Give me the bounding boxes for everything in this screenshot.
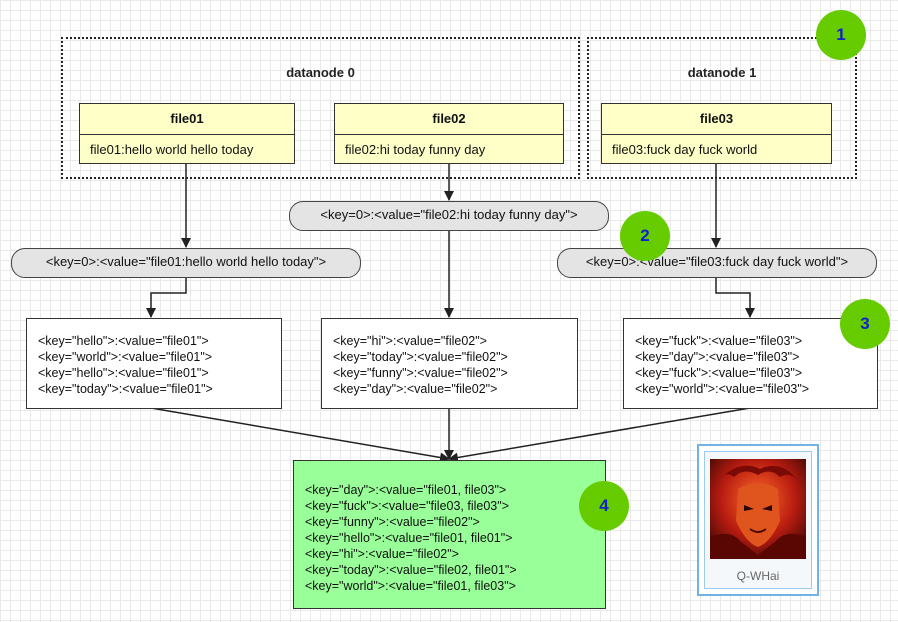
map3-line: <key="day">:<value="file03"> (635, 350, 800, 364)
file02-content: file02:hi today funny day (345, 142, 486, 157)
avatar-caption: Q-WHai (736, 569, 780, 583)
avatar-portrait (710, 459, 806, 559)
author-avatar-card: Q-WHai (697, 444, 819, 596)
file02-title: file02 (335, 104, 563, 135)
result-line: <key="today">:<value="file02, file01"> (305, 563, 517, 577)
result-line: <key="funny">:<value="file02"> (305, 515, 480, 529)
step-badge-4: 4 (579, 481, 629, 531)
map3-line: <key="world">:<value="file03"> (635, 382, 810, 396)
map2-line: <key="day">:<value="file02"> (333, 382, 498, 396)
edge-pair1-to-map1 (146, 278, 187, 318)
file03-node: file03 file03:fuck day fuck world (601, 103, 832, 164)
edge-map1-to-result (150, 407, 450, 463)
map2-line: <key="hi">:<value="file02"> (333, 334, 487, 348)
result-line: <key="fuck">:<value="file03, file03"> (305, 499, 509, 513)
map-output-file02: <key="hi">:<value="file02"> <key="today"… (321, 318, 578, 409)
map1-line: <key="world">:<value="file01"> (38, 350, 213, 364)
result-line: <key="world">:<value="file01, file03"> (305, 579, 516, 593)
file01-node: file01 file01:hello world hello today (79, 103, 295, 164)
map1-line: <key="hello">:<value="file01"> (38, 366, 209, 380)
file03-title: file03 (602, 104, 831, 135)
datanode-0-label: datanode 0 (286, 65, 355, 80)
map-output-file03: <key="fuck">:<value="file03"> <key="day"… (623, 318, 878, 409)
file01-content: file01:hello world hello today (90, 142, 254, 157)
file02-node: file02 file02:hi today funny day (334, 103, 564, 164)
reduce-result: <key="day">:<value="file01, file03"> <ke… (293, 460, 606, 609)
map-output-file01: <key="hello">:<value="file01"> <key="wor… (26, 318, 282, 409)
datanode-1-container: datanode 1 (587, 37, 857, 179)
map3-line: <key="fuck">:<value="file03"> (635, 334, 803, 348)
map2-line: <key="funny">:<value="file02"> (333, 366, 508, 380)
map2-line: <key="today">:<value="file02"> (333, 350, 508, 364)
edge-pair3-to-map3 (715, 278, 755, 318)
map1-line: <key="hello">:<value="file01"> (38, 334, 209, 348)
pair-file01: <key=0>:<value="file01:hello world hello… (11, 248, 361, 278)
pair-file02: <key=0>:<value="file02:hi today funny da… (289, 201, 609, 231)
result-line: <key="hi">:<value="file02"> (305, 547, 459, 561)
result-line: <key="hello">:<value="file01, file01"> (305, 531, 513, 545)
file01-title: file01 (80, 104, 294, 135)
step-badge-2: 2 (620, 211, 670, 261)
edge-map3-to-result (448, 407, 751, 463)
step-badge-3: 3 (840, 299, 890, 349)
file03-content: file03:fuck day fuck world (612, 142, 758, 157)
map1-line: <key="today">:<value="file01"> (38, 382, 213, 396)
datanode-1-label: datanode 1 (687, 65, 757, 80)
step-badge-1: 1 (816, 10, 866, 60)
pair-file03: <key=0>:<value="file03:fuck day fuck wor… (557, 248, 877, 278)
result-line: <key="day">:<value="file01, file03"> (305, 483, 507, 497)
datanode-0-container: datanode 0 (61, 37, 580, 179)
map3-line: <key="fuck">:<value="file03"> (635, 366, 803, 380)
